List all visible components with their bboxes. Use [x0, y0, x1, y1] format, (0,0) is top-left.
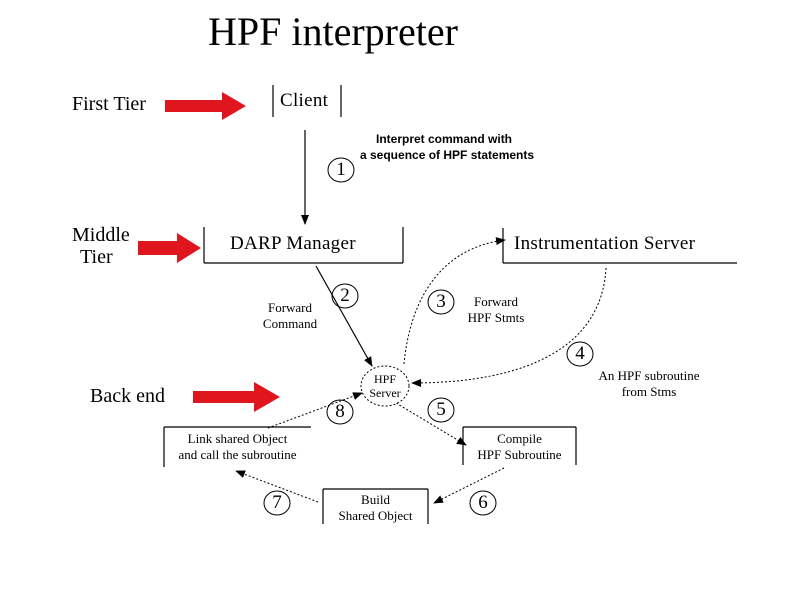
back-end-red-arrow	[193, 382, 280, 412]
client-label: Client	[280, 90, 329, 111]
link-label-line1: Link shared Object	[187, 431, 288, 446]
first-tier-red-arrow	[165, 92, 246, 120]
middle-tier-red-arrow	[138, 233, 201, 263]
build-label-line2: Shared Object	[338, 508, 413, 523]
step-circle-3	[427, 289, 455, 315]
step-number-4: 4	[575, 343, 585, 364]
interpret-annotation-line1: Interpret command with	[376, 132, 513, 146]
step-circle-7	[263, 490, 291, 516]
arrow-hpf-to-compile	[395, 402, 467, 446]
subroutine-line2: from Stms	[621, 384, 677, 399]
step-circle-8	[326, 399, 354, 425]
client-box	[272, 85, 342, 117]
compile-label-line1: Compile	[497, 431, 542, 446]
forward-command-line2: Command	[262, 316, 318, 331]
instrumentation-server-label: Instrumentation Server	[514, 233, 696, 254]
compile-box	[462, 426, 577, 465]
step-number-5: 5	[436, 399, 446, 420]
arrow-build-to-link	[235, 470, 319, 503]
first-tier-label: First Tier	[72, 93, 146, 115]
forward-command-annotation: Forward Command	[252, 300, 328, 332]
forward-stmts-line1: Forward	[473, 294, 519, 309]
subroutine-line1: An HPF subroutine	[598, 368, 700, 383]
arrow-darp-to-hpf	[315, 265, 373, 367]
hpf-server-oval	[360, 365, 410, 407]
compile-label-line2: HPF Subroutine	[477, 447, 562, 462]
build-label: Build Shared Object	[323, 492, 428, 524]
link-label-line2: and call the subroutine	[178, 447, 297, 462]
hpf-server-label-line1: HPF	[373, 372, 396, 386]
arrow-compile-to-build	[433, 467, 505, 504]
arrow-instrumentation-to-hpf	[411, 267, 607, 387]
hpf-server-label: HPF Server	[361, 372, 409, 400]
page-title: HPF interpreter	[208, 9, 458, 54]
step-number-8: 8	[335, 401, 345, 422]
step-circle-6	[469, 490, 497, 516]
back-end-label: Back end	[90, 385, 165, 407]
step-circle-4	[566, 341, 594, 367]
forward-stmts-annotation: Forward HPF Stmts	[458, 294, 534, 326]
step-number-6: 6	[478, 492, 488, 513]
step-number-1: 1	[336, 159, 346, 180]
step-circle-1	[327, 157, 355, 183]
step-number-3: 3	[436, 291, 446, 312]
link-box	[163, 426, 311, 467]
build-box	[322, 488, 429, 524]
darp-manager-box	[203, 227, 404, 264]
step-number-2: 2	[340, 285, 350, 306]
arrow-hpf-to-instrumentation	[403, 237, 506, 365]
hpf-server-label-line2: Server	[369, 386, 401, 400]
build-label-line1: Build	[361, 492, 390, 507]
middle-tier-label-line1: Middle	[72, 224, 130, 246]
forward-command-line1: Forward	[267, 300, 313, 315]
subroutine-annotation: An HPF subroutine from Stms	[586, 368, 712, 400]
interpret-annotation-line2: a sequence of HPF statements	[360, 148, 535, 162]
compile-label: Compile HPF Subroutine	[463, 431, 576, 463]
step-number-7: 7	[272, 492, 282, 513]
step-circle-2	[331, 283, 359, 309]
arrow-link-to-hpf	[267, 392, 363, 429]
link-label: Link shared Object and call the subrouti…	[164, 431, 311, 463]
darp-manager-label: DARP Manager	[230, 233, 356, 254]
middle-tier-label-line2: Tier	[80, 246, 113, 268]
instrumentation-server-box	[502, 228, 737, 264]
step-circle-5	[427, 397, 455, 423]
forward-stmts-line2: HPF Stmts	[467, 310, 525, 325]
